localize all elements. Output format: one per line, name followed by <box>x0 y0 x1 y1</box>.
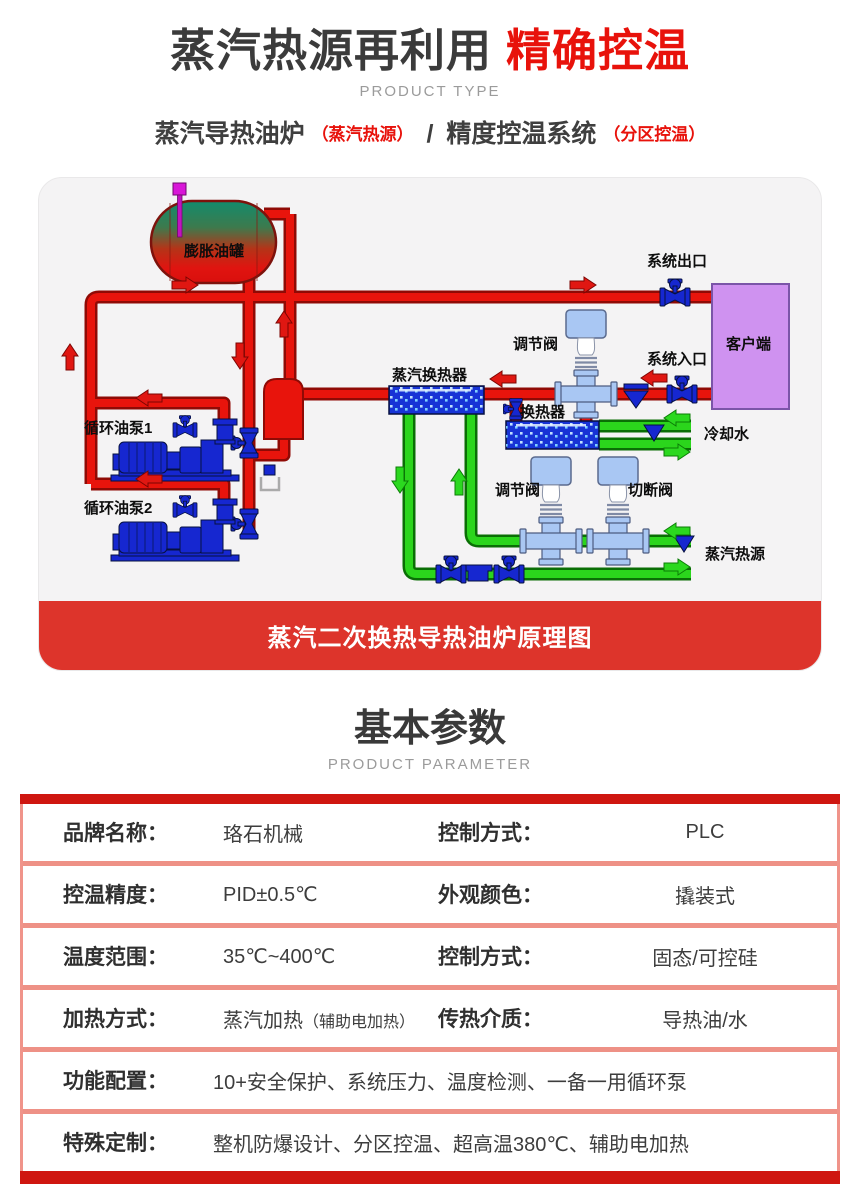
process-diagram <box>61 182 790 583</box>
client-label: 客户端 <box>726 335 772 353</box>
y-strainer-icon <box>623 383 649 409</box>
steam-source-label: 蒸汽热源 <box>705 545 766 563</box>
table-bottom-bar <box>20 1170 840 1184</box>
table-row: 加热方式： 蒸汽加热（辅助电加热） 传热介质： 导热油/水 <box>23 990 837 1047</box>
system-outlet-label: 系统出口 <box>647 252 708 270</box>
param-label: 加热方式： <box>63 1008 168 1031</box>
exchanger-label: 换热器 <box>520 403 566 421</box>
product-note-1: （蒸汽热源） <box>311 124 414 144</box>
param-value: 导热油/水 <box>662 1009 748 1032</box>
param-label: 传热介质： <box>438 1008 543 1031</box>
table-row: 品牌名称： 珞石机械 控制方式： PLC <box>23 804 837 861</box>
param-value: 固态/可控硅 <box>652 947 758 970</box>
row-separator <box>23 1108 837 1114</box>
param-value: 35℃~400℃ <box>223 945 336 968</box>
param-value: 蒸汽加热（辅助电加热） <box>203 1004 438 1033</box>
pump1-suction-valve-icon <box>172 414 198 438</box>
steam-exchanger-label: 蒸汽换热器 <box>392 366 468 384</box>
param-label: 控制方式： <box>438 946 543 969</box>
row-separator <box>23 984 837 990</box>
table-row: 功能配置： 10+安全保护、系统压力、温度检测、一备一用循环泵 <box>23 1052 837 1109</box>
diagram-caption: 蒸汽二次换热导热油炉原理图 <box>267 624 593 652</box>
table-top-bar <box>20 793 840 804</box>
table-row: 特殊定制： 整机防爆设计、分区控温、超高温380℃、辅助电加热 <box>23 1114 837 1171</box>
page-subtitle: PRODUCT TYPE <box>359 82 501 100</box>
pipe-fitting-icon <box>463 564 493 581</box>
system-inlet-label: 系统入口 <box>647 350 708 368</box>
page-title-main: 蒸汽热源再利用 <box>169 25 492 76</box>
row-separator <box>23 1046 837 1052</box>
row-separator <box>23 860 837 866</box>
table-row: 温度范围： 35℃~400℃ 控制方式： 固态/可控硅 <box>23 928 837 985</box>
param-label: 控温精度： <box>63 884 168 907</box>
cooling-water-label: 冷却水 <box>704 425 750 443</box>
param-value: 撬装式 <box>675 885 735 908</box>
table-rows: 品牌名称： 珞石机械 控制方式： PLC 控温精度： PID±0.5℃ 外观颜色… <box>20 803 840 1171</box>
parameters-header: 基本参数 PRODUCT PARAMETER <box>0 697 860 773</box>
expansion-tank <box>149 199 278 284</box>
product-name-1: 蒸汽导热油炉 <box>154 119 305 148</box>
param-value: PID±0.5℃ <box>223 883 318 906</box>
expansion-tank-label: 膨胀油罐 <box>184 242 245 260</box>
param-label: 外观颜色： <box>438 884 543 907</box>
param-label: 特殊定制： <box>63 1132 168 1155</box>
level-sensor-icon <box>172 182 187 237</box>
diagram-caption-band: 蒸汽二次换热导热油炉原理图 <box>39 600 821 670</box>
cutoff-valve-icon <box>585 455 651 566</box>
param-value: PLC <box>685 820 725 843</box>
param-value-note: （辅助电加热） <box>303 1013 416 1031</box>
parameters-subtitle: PRODUCT PARAMETER <box>327 755 533 773</box>
parameters-title: 基本参数 <box>353 707 506 750</box>
row-separator <box>23 922 837 928</box>
oil-separator-vessel <box>263 377 304 440</box>
param-value-main: 蒸汽加热 <box>223 1009 303 1032</box>
product-note-2: （分区控温） <box>603 124 706 144</box>
page-title: 蒸汽热源再利用精确控温 <box>0 26 860 76</box>
param-value: 10+安全保护、系统压力、温度检测、一备一用循环泵 <box>213 1071 687 1094</box>
product-separator: / <box>426 119 434 148</box>
product-type-line: 蒸汽导热油炉 （蒸汽热源） / 精度控温系统 （分区控温） <box>0 114 860 150</box>
process-diagram-panel: 膨胀油罐 循环油泵1 循环油泵2 蒸汽换热器 换热器 调节阀 系统出口 系统入口… <box>38 176 822 671</box>
pump2-label: 循环油泵2 <box>84 499 153 517</box>
cutoff-valve-label: 切断阀 <box>628 481 674 499</box>
product-name-2: 精度控温系统 <box>446 119 597 148</box>
page-header: 蒸汽热源再利用精确控温 PRODUCT TYPE 蒸汽导热油炉 （蒸汽热源） /… <box>0 0 860 150</box>
parameters-table: 品牌名称： 珞石机械 控制方式： PLC 控温精度： PID±0.5℃ 外观颜色… <box>20 793 840 1184</box>
param-value: 珞石机械 <box>223 823 303 846</box>
exchanger-box <box>505 419 600 450</box>
regulating-valve-bottom-icon <box>518 455 584 566</box>
param-value: 整机防爆设计、分区控温、超高温380℃、辅助电加热 <box>213 1133 689 1156</box>
steam-exchanger-box <box>388 384 485 415</box>
page-title-accent: 精确控温 <box>506 25 691 76</box>
param-label: 品牌名称： <box>63 822 168 845</box>
param-label: 温度范围： <box>63 946 168 969</box>
table-row: 控温精度： PID±0.5℃ 外观颜色： 撬装式 <box>23 866 837 923</box>
regulating-valve-top-icon <box>553 308 619 419</box>
pump1-label: 循环油泵1 <box>84 419 153 437</box>
regulating-valve-bottom-label: 调节阀 <box>495 481 541 499</box>
pump2-suction-valve-icon <box>172 494 198 518</box>
param-label: 功能配置： <box>63 1070 168 1093</box>
param-label: 控制方式： <box>438 822 543 845</box>
drain-cup-icon <box>259 463 281 491</box>
regulating-valve-top-label: 调节阀 <box>513 335 559 353</box>
client-box <box>711 282 790 410</box>
